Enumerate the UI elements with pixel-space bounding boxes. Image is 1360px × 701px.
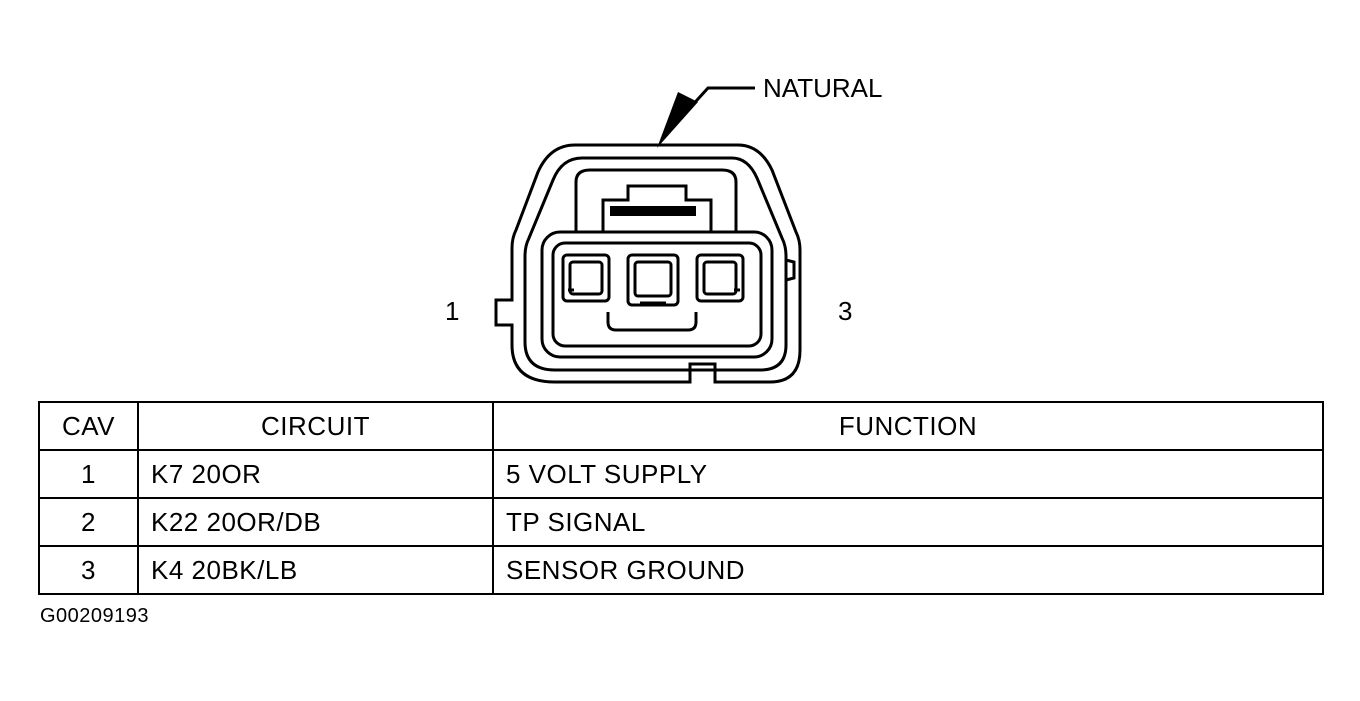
terminal-housing — [540, 230, 774, 359]
cav-cell: 1 — [38, 449, 139, 499]
figure-id: G00209193 — [40, 605, 150, 627]
cavity-1 — [561, 253, 611, 303]
cavity-1-label: 1 — [445, 296, 459, 326]
header-cav: CAV — [38, 401, 139, 451]
cav-cell: 3 — [38, 545, 139, 595]
connector-diagram: NATURAL 1 3 — [445, 73, 882, 384]
table-row: 1 K7 20OR 5 VOLT SUPPLY — [38, 449, 1324, 499]
latch-tab — [574, 168, 738, 232]
pinout-table: CAV CIRCUIT FUNCTION 1 K7 20OR 5 VOLT SU… — [38, 401, 1324, 595]
table-row: 3 K4 20BK/LB SENSOR GROUND — [38, 545, 1324, 595]
cavity-2 — [626, 253, 680, 307]
table-header-row: CAV CIRCUIT FUNCTION — [38, 401, 1324, 451]
latch-slot — [610, 206, 696, 216]
header-circuit: CIRCUIT — [137, 401, 494, 451]
circuit-cell: K4 20BK/LB — [137, 545, 494, 595]
color-callout-label: NATURAL — [763, 73, 882, 103]
function-cell: 5 VOLT SUPPLY — [492, 449, 1324, 499]
circuit-cell: K7 20OR — [137, 449, 494, 499]
color-callout-leader — [686, 86, 755, 112]
function-cell: TP SIGNAL — [492, 497, 1324, 547]
connector-body — [494, 143, 802, 384]
header-function: FUNCTION — [492, 401, 1324, 451]
cav-cell: 2 — [38, 497, 139, 547]
callout-arrowhead — [657, 92, 698, 148]
circuit-cell: K22 20OR/DB — [137, 497, 494, 547]
table-row: 2 K22 20OR/DB TP SIGNAL — [38, 497, 1324, 547]
cavity-3 — [695, 253, 745, 303]
cavity-3-label: 3 — [838, 296, 852, 326]
function-cell: SENSOR GROUND — [492, 545, 1324, 595]
